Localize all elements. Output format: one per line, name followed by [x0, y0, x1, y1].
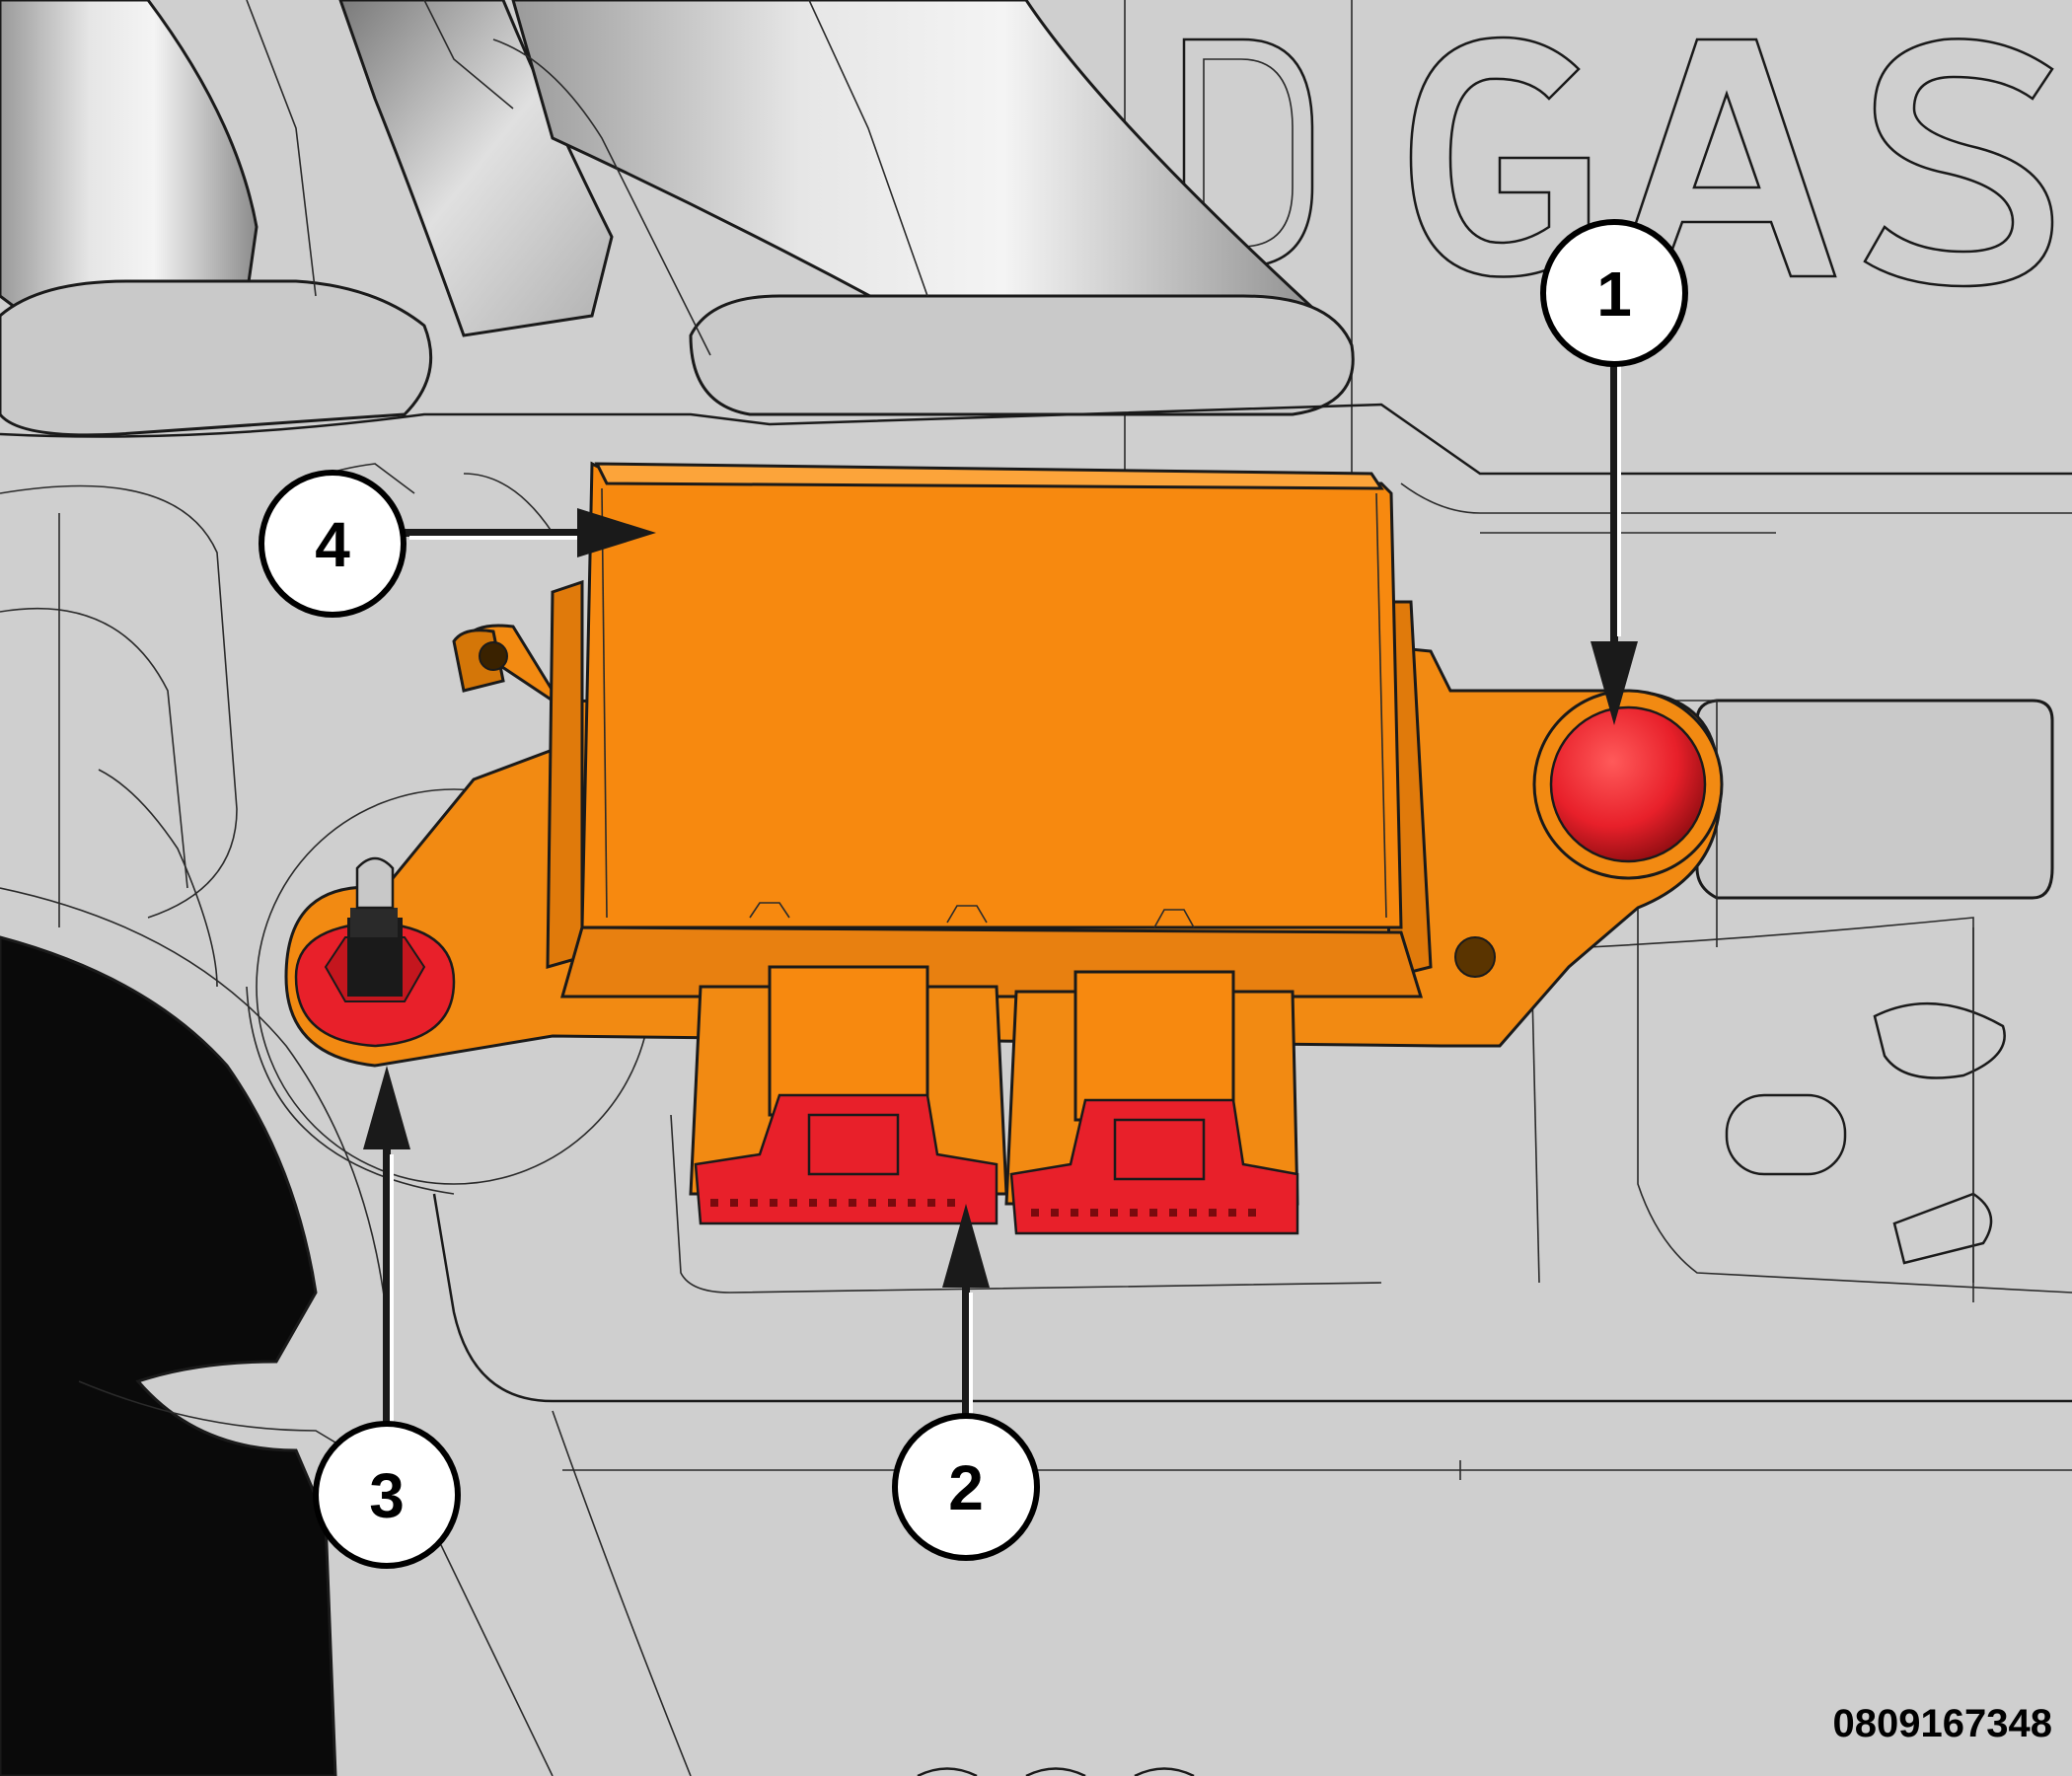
connectors [689, 965, 1299, 1235]
callout-3-number: 3 [369, 1460, 405, 1531]
control-module [546, 461, 1433, 999]
leader-arrow-shafts-white [390, 340, 1621, 1480]
push-pin-fastener [1532, 689, 1724, 880]
callout-4: 4 [259, 470, 407, 618]
left-edge-line [0, 887, 386, 1303]
right-side-components [1400, 482, 2072, 1302]
lower-panel-lines [432, 1114, 2072, 1776]
bolt-boss-shadow [246, 986, 455, 1195]
upper-tubes [0, 0, 2072, 476]
callout-3: 3 [313, 1421, 461, 1569]
callout-2-number: 2 [948, 1452, 984, 1523]
lower-left-line [78, 1380, 554, 1776]
left-dark-region [0, 935, 337, 1776]
callout-1: 1 [1540, 219, 1688, 367]
leader-arrows [363, 335, 1638, 1485]
mounting-nut [294, 856, 456, 1048]
left-bracket-detail [0, 463, 554, 988]
callout-1-number: 1 [1596, 259, 1632, 330]
bottom-cut-lettering [917, 1767, 1195, 1776]
callout-4-number: 4 [315, 509, 350, 580]
figure-id: 0809167348 [1833, 1702, 2052, 1745]
callout-2: 2 [892, 1413, 1040, 1561]
